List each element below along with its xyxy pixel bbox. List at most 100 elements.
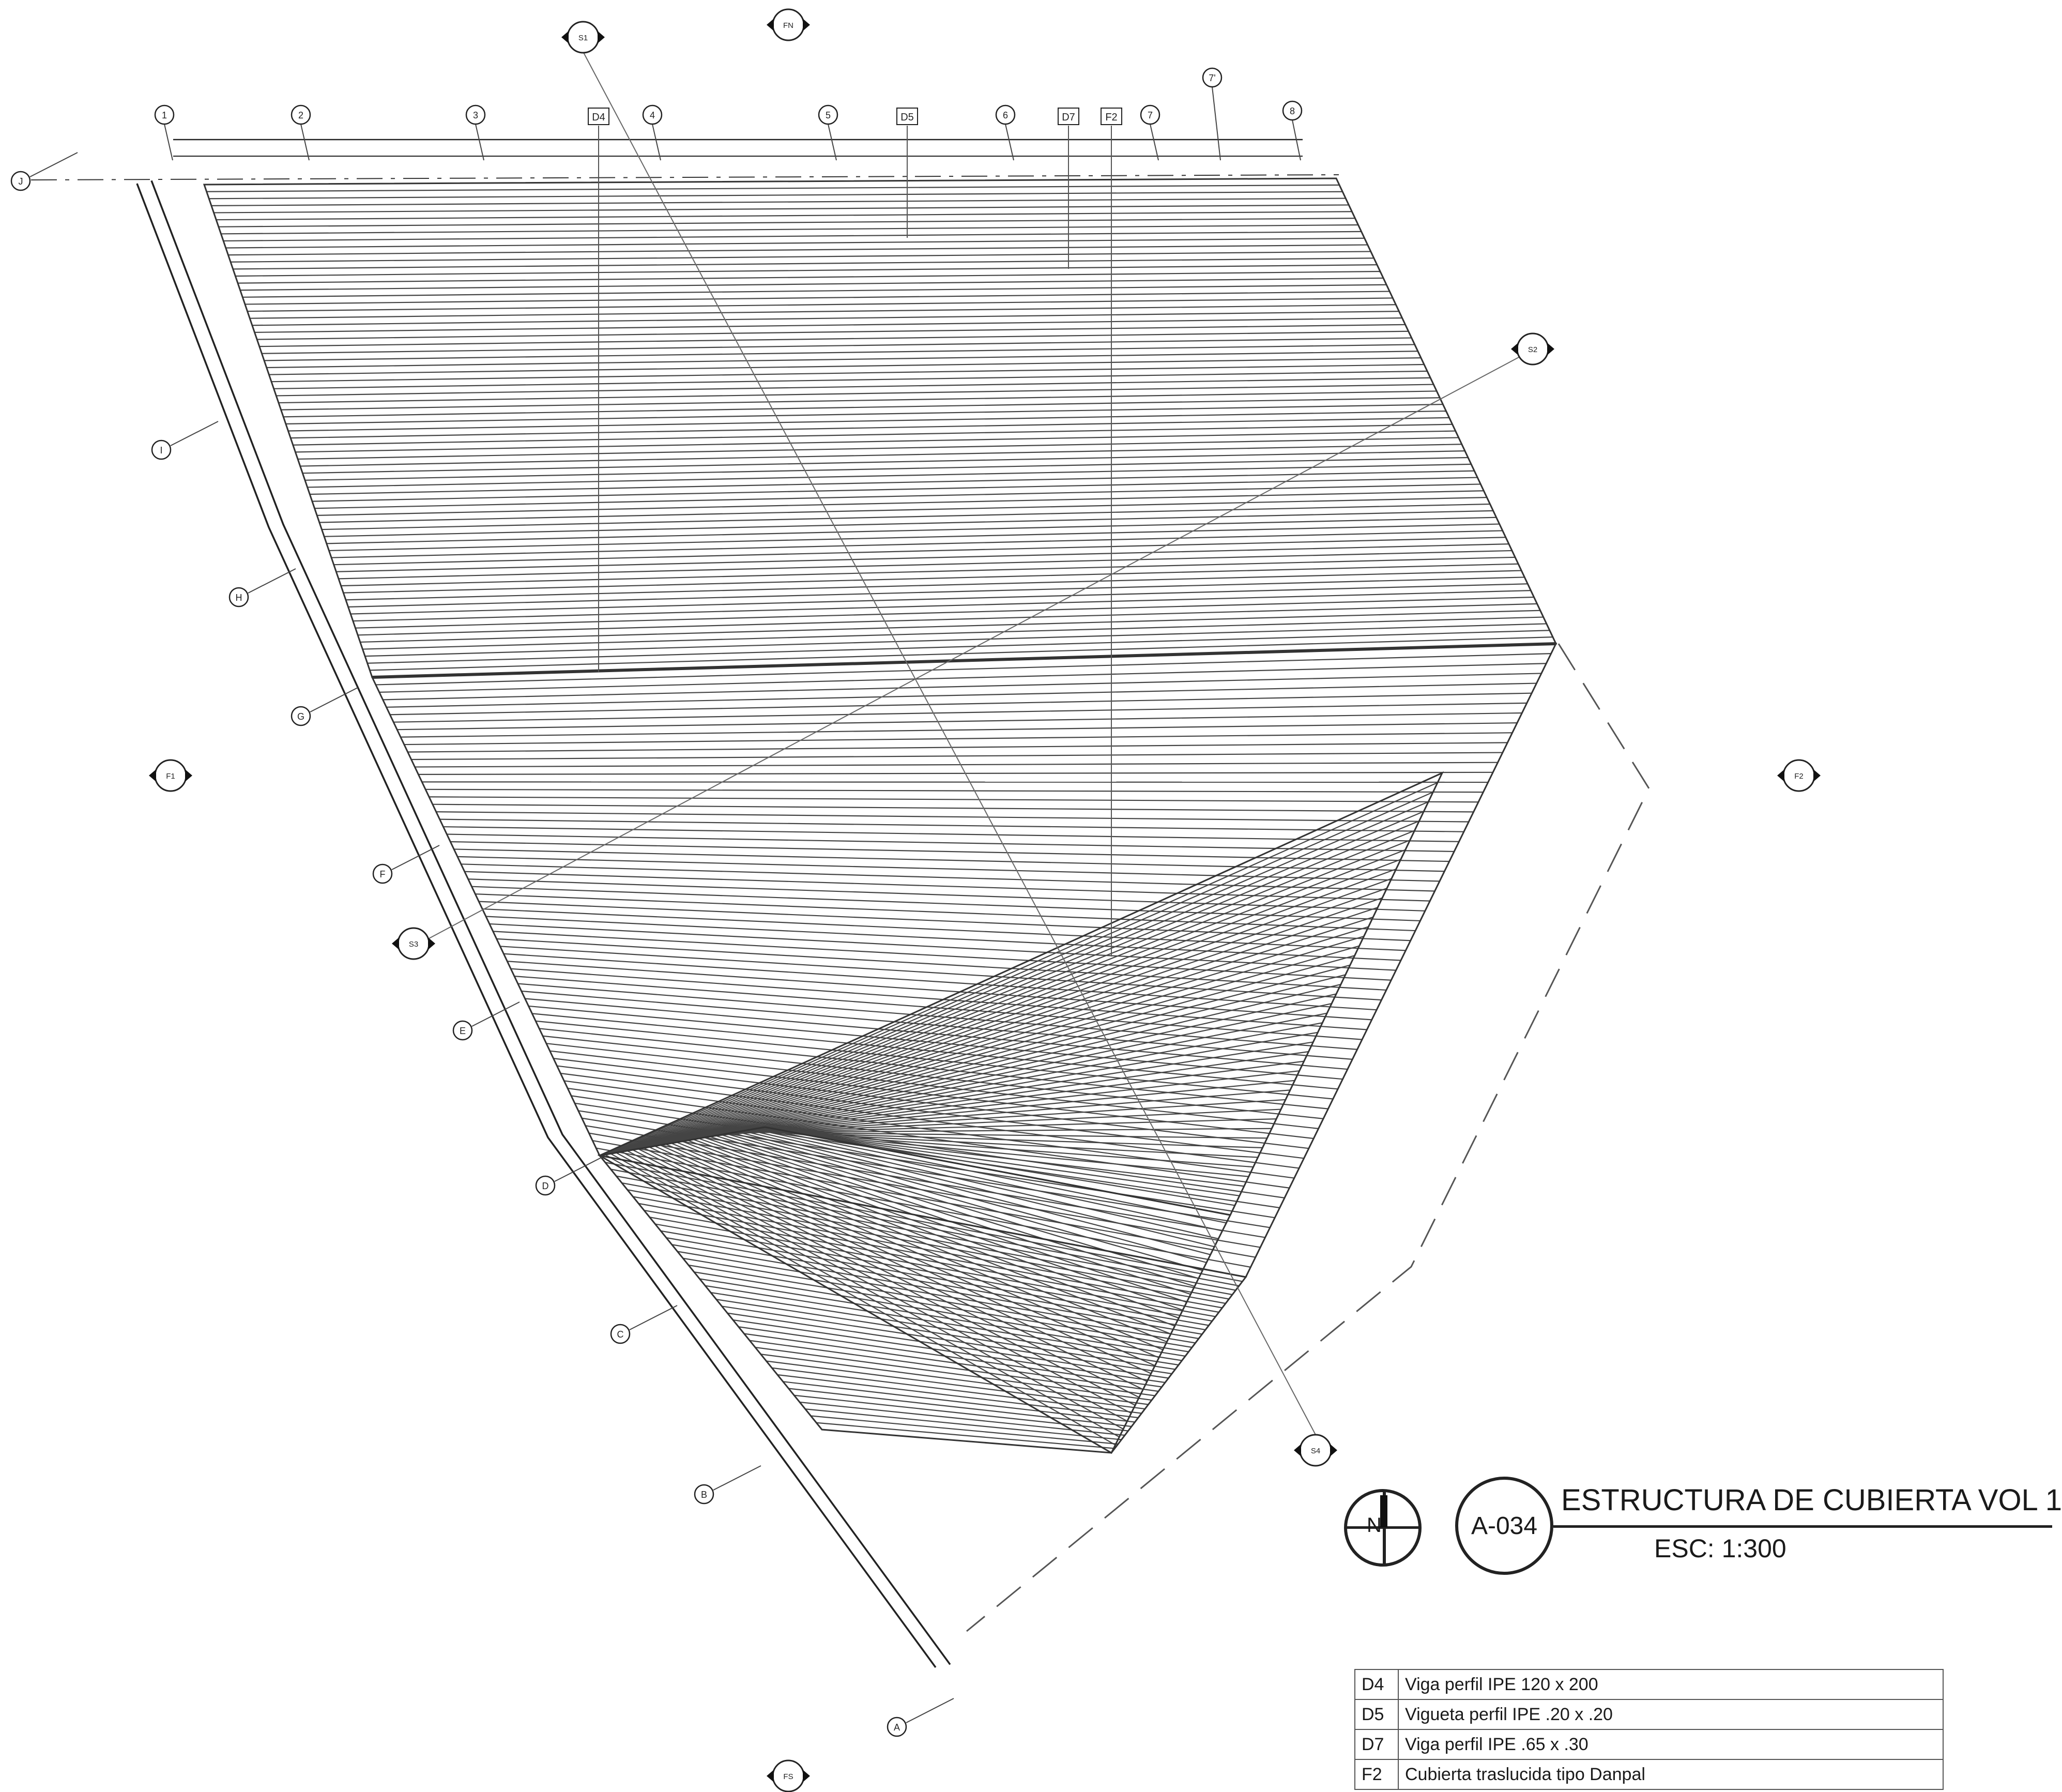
grid-bubble-label: F xyxy=(380,869,386,879)
section-cut-line xyxy=(583,51,1316,1435)
detail-tag-label: F2 xyxy=(1105,112,1117,123)
drawing-title: ESTRUCTURA DE CUBIERTA VOL 1 xyxy=(1561,1483,2062,1517)
detail-tag xyxy=(896,108,918,125)
grid-bubble-label: 5 xyxy=(826,110,831,120)
detail-tag xyxy=(1058,108,1079,125)
grid-bubble xyxy=(372,863,393,884)
legend-description: Vigueta perfil IPE .20 x .20 xyxy=(1398,1699,1944,1730)
grid-bubble-label: 8 xyxy=(1290,106,1295,116)
grid-axis-tick xyxy=(713,1465,761,1491)
main-beam xyxy=(372,642,1556,679)
grid-bubble xyxy=(1140,104,1160,125)
drawing-scale: ESC: 1:300 xyxy=(1654,1534,1786,1563)
grid-bubble xyxy=(610,1324,631,1344)
section-marker-label: F1 xyxy=(166,772,175,781)
grid-bubble xyxy=(995,104,1016,125)
grid-bubble-label: D xyxy=(542,1181,549,1191)
grid-axis-tick xyxy=(1212,86,1221,161)
roof-outlines xyxy=(136,177,1650,1668)
grid-bubble xyxy=(10,171,31,191)
grid-bubble xyxy=(887,1717,907,1737)
legend-row: D5 Vigueta perfil IPE .20 x .20 xyxy=(1354,1699,1944,1730)
grid-bubble xyxy=(151,439,172,460)
grid-bubble-label: 1 xyxy=(162,110,167,120)
detail-tag-label: D5 xyxy=(900,112,914,123)
roof-panel-south-outline xyxy=(598,1154,1247,1454)
detail-tag xyxy=(588,108,609,125)
grid-bubble-label: C xyxy=(617,1329,624,1340)
grid-axis-tick xyxy=(248,568,296,594)
section-marker-label: S1 xyxy=(578,34,588,42)
roof-panel-valley-west-outline xyxy=(597,1126,1232,1454)
grid-bubble xyxy=(1202,67,1223,88)
grid-axis-tick xyxy=(554,1157,603,1182)
grid-bubble-label: 2 xyxy=(298,110,303,120)
section-marker-label: S3 xyxy=(409,940,418,949)
detail-tag xyxy=(1101,108,1122,125)
grid-bubble xyxy=(465,104,486,125)
grid-axis-tick xyxy=(1150,124,1159,161)
grid-axis-tick xyxy=(391,845,440,870)
grid-bubble-label: G xyxy=(297,711,304,722)
grid-bubble-label: 7' xyxy=(1209,73,1215,83)
grid-axis-tick xyxy=(170,421,219,446)
sheet-number: A-034 xyxy=(1455,1477,1553,1575)
grid-axis-tick xyxy=(310,687,358,712)
section-marker-label: FN xyxy=(783,21,793,30)
grid-axis-tick xyxy=(164,124,173,161)
grid-bubble xyxy=(694,1484,714,1505)
grid-axis-tick xyxy=(652,124,661,161)
grid-bubble xyxy=(452,1020,473,1041)
section-marker-label: S4 xyxy=(1311,1447,1320,1455)
legend-code: F2 xyxy=(1354,1759,1399,1790)
grid-bubble xyxy=(291,104,311,125)
grid-axis-tick xyxy=(1005,124,1014,161)
grid-axis-tick xyxy=(475,124,484,161)
grid-axis-tick xyxy=(828,124,837,161)
grid-bubble-label: 4 xyxy=(650,110,655,120)
perimeter-wall-line xyxy=(136,183,937,1668)
grid-bubble xyxy=(291,706,311,726)
grid-bubble xyxy=(228,587,249,608)
roof-edge-dashed xyxy=(966,643,1650,1632)
north-label: N xyxy=(1367,1514,1382,1537)
grid-bubble xyxy=(535,1175,556,1196)
grid-bubble-label: E xyxy=(460,1026,466,1036)
grid-axis-tick xyxy=(629,1305,678,1330)
grid-axis-tick xyxy=(1292,119,1301,161)
grid-bubble-label: 7 xyxy=(1148,110,1153,120)
legend-row: D4 Viga perfil IPE 120 x 200 xyxy=(1354,1669,1944,1700)
grid-bubble-label: 6 xyxy=(1003,110,1008,120)
section-cut-line xyxy=(429,356,1520,939)
legend-table: D4 Viga perfil IPE 120 x 200 D5 Vigueta … xyxy=(1354,1669,1944,1790)
north-arrow-icon: N xyxy=(1344,1489,1422,1567)
legend-code: D5 xyxy=(1354,1699,1399,1730)
section-marker-label: F2 xyxy=(1794,772,1804,781)
roof-panel-valley-east xyxy=(599,772,1443,1216)
legend-code: D4 xyxy=(1354,1669,1399,1700)
grid-bubble-label: A xyxy=(894,1722,900,1733)
roof-hatching xyxy=(204,177,1556,1454)
detail-tag-label: D4 xyxy=(592,112,605,123)
grid-bubble-label: 3 xyxy=(473,110,478,120)
section-marker-label: S2 xyxy=(1528,345,1537,354)
grid-axis-tick xyxy=(300,124,310,161)
grid-bubble-label: B xyxy=(701,1490,707,1500)
grid-bubble-label: J xyxy=(19,176,23,187)
title-underline xyxy=(1553,1525,2052,1528)
legend-description: Viga perfil IPE 120 x 200 xyxy=(1398,1669,1944,1700)
legend-row: D7 Viga perfil IPE .65 x .30 xyxy=(1354,1729,1944,1760)
grid-axis-tick xyxy=(29,152,78,177)
grid-axis-tick xyxy=(471,1001,520,1027)
grid-bubble xyxy=(1282,100,1303,121)
roof-panel-north xyxy=(204,177,1556,678)
legend-description: Cubierta traslucida tipo Danpal xyxy=(1398,1759,1944,1790)
section-marker-label: FS xyxy=(783,1772,793,1781)
grid-line-j xyxy=(30,174,1339,180)
perimeter-wall-line xyxy=(150,180,951,1665)
grid-axis-tick xyxy=(906,1698,954,1723)
legend-row: F2 Cubierta traslucida tipo Danpal xyxy=(1354,1759,1944,1790)
grid-bubble-label: H xyxy=(236,593,242,603)
grid-lines xyxy=(29,51,1520,1723)
